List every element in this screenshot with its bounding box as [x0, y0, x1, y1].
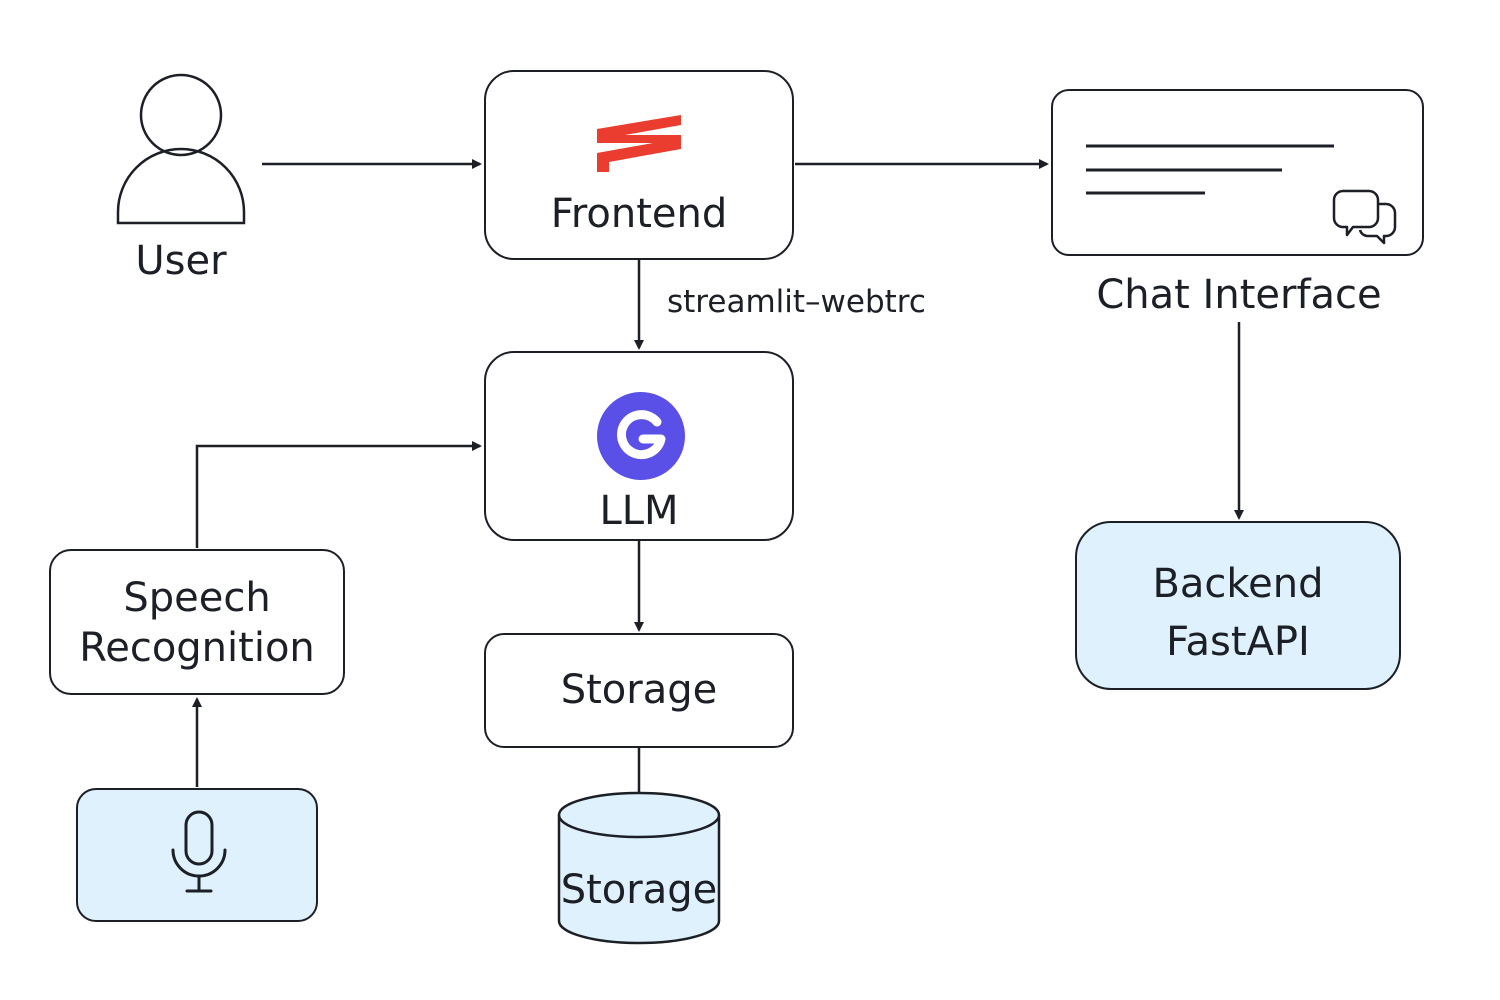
backend-node[interactable]: Backend FastAPI — [1075, 521, 1401, 690]
microphone-node[interactable] — [76, 788, 318, 922]
frontend-node[interactable]: Frontend — [484, 70, 794, 260]
speech-recognition-line2: Recognition — [79, 625, 315, 671]
backend-line2: FastAPI — [1166, 619, 1310, 665]
frontend-label: Frontend — [550, 191, 728, 237]
edge-label-frontend-to-llm: streamlit–webtrc — [667, 284, 926, 320]
storage-node[interactable]: Storage — [484, 633, 794, 748]
user-icon — [116, 73, 246, 225]
g-logo-icon — [597, 392, 685, 480]
chat-window-lines — [1086, 144, 1397, 245]
edge-speech-to-llm — [195, 441, 482, 548]
llm-node[interactable]: LLM — [484, 351, 794, 541]
chat-interface-node[interactable] — [1051, 89, 1424, 256]
microphone-icon — [171, 810, 227, 893]
chat-bubbles-icon — [1332, 189, 1397, 245]
streamlit-logo-icon — [597, 106, 681, 172]
speech-recognition-line1: Speech — [123, 575, 271, 621]
storage-label: Storage — [560, 667, 718, 713]
storage-db-label: Storage — [560, 867, 718, 913]
database-cylinder-icon — [557, 791, 721, 945]
backend-line1: Backend — [1152, 561, 1324, 607]
chat-interface-label: Chat Interface — [1096, 272, 1382, 318]
user-label: User — [135, 238, 227, 284]
speech-recognition-node[interactable]: Speech Recognition — [49, 549, 345, 695]
llm-label: LLM — [599, 488, 679, 534]
